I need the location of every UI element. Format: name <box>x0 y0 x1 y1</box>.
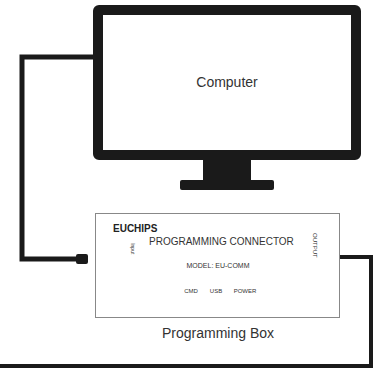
monitor-base <box>180 180 274 190</box>
led-label: USB <box>210 288 222 295</box>
output-label: OUTPUT <box>311 233 318 258</box>
computer-monitor: Computer <box>93 5 361 160</box>
usb-cable <box>22 57 93 259</box>
node-text: Programming Box <box>162 326 274 341</box>
led-label: POWER <box>234 288 257 295</box>
usb-plug <box>76 254 88 264</box>
node-text: EUCHIPS <box>113 223 157 234</box>
node-text: PROGRAMMING CONNECTOR <box>149 236 294 247</box>
monitor-neck <box>203 158 251 182</box>
led-label: CMD <box>184 288 198 295</box>
node-text: MODEL: EU-COMM <box>187 262 250 270</box>
port-label: Input <box>130 243 136 254</box>
node-text: Computer <box>196 75 257 90</box>
programming-box: EUCHIPS PROGRAMMING CONNECTOR MODEL: EU-CO… <box>95 213 340 318</box>
